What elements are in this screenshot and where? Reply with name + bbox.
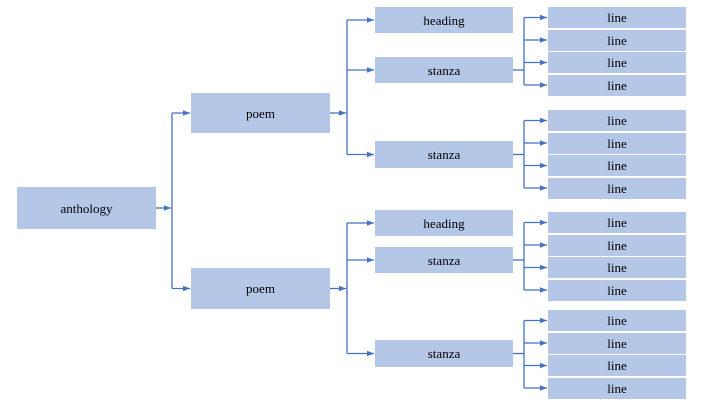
node-stanza-1: stanza bbox=[375, 57, 513, 83]
node-poem-1: poem bbox=[191, 93, 330, 133]
node-line-7: line bbox=[548, 155, 686, 176]
node-line-3: line bbox=[548, 52, 686, 73]
node-line-14: line bbox=[548, 332, 686, 354]
node-line-12: line bbox=[548, 279, 686, 301]
node-line-9: line bbox=[548, 212, 686, 233]
node-line-13: line bbox=[548, 310, 686, 331]
node-line-5: line bbox=[548, 110, 686, 131]
node-line-2: line bbox=[548, 29, 686, 51]
node-line-6: line bbox=[548, 132, 686, 154]
node-heading-2: heading bbox=[375, 210, 513, 236]
node-heading-1: heading bbox=[375, 7, 513, 33]
node-stanza-3: stanza bbox=[375, 247, 513, 273]
node-line-4: line bbox=[548, 74, 686, 96]
node-line-8: line bbox=[548, 177, 686, 199]
node-poem-2: poem bbox=[191, 268, 330, 309]
node-line-11: line bbox=[548, 257, 686, 278]
node-line-15: line bbox=[548, 355, 686, 376]
node-line-10: line bbox=[548, 234, 686, 256]
node-line-16: line bbox=[548, 377, 686, 399]
node-line-1: line bbox=[548, 7, 686, 28]
node-stanza-4: stanza bbox=[375, 340, 513, 367]
edges-group bbox=[156, 14, 547, 391]
node-stanza-2: stanza bbox=[375, 141, 513, 168]
node-anthology: anthology bbox=[17, 187, 156, 229]
